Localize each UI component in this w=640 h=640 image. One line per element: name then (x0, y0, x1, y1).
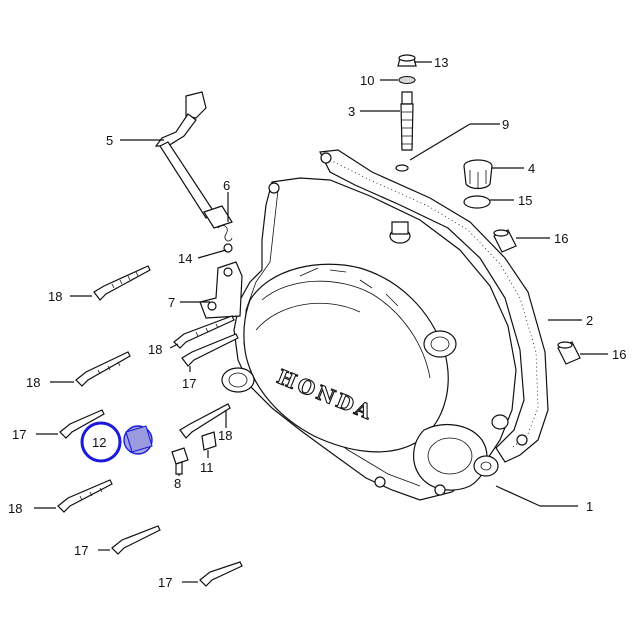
callout-7: 7 (168, 295, 175, 310)
clutch-lifter-arm (154, 91, 233, 229)
callout-18-a: 18 (48, 289, 62, 304)
callout-11: 11 (200, 460, 214, 475)
callout-18-b: 18 (148, 342, 162, 357)
dowel-pin-top (493, 229, 517, 253)
bolts (57, 265, 243, 587)
callout-3: 3 (348, 104, 355, 119)
callout-2: 2 (586, 313, 593, 328)
highlight-ring (80, 421, 122, 463)
callout-18-c: 18 (26, 375, 40, 390)
callout-17-d: 17 (158, 575, 172, 590)
callout-1: 1 (586, 499, 593, 514)
callout-4: 4 (528, 161, 535, 176)
callout-8: 8 (174, 476, 181, 491)
callout-17-b: 17 (12, 427, 26, 442)
highlighted-plug (80, 421, 153, 463)
leader-lines (34, 61, 608, 583)
callout-6: 6 (223, 178, 230, 193)
callout-16-bottom: 16 (612, 347, 626, 362)
callout-16-top: 16 (554, 231, 568, 246)
callout-17-c: 17 (74, 543, 88, 558)
cover-gasket (319, 149, 549, 463)
callout-13: 13 (434, 55, 448, 70)
clutch-cover: HONDA (221, 149, 549, 501)
callout-10: 10 (360, 73, 374, 88)
dowel-pin-bottom (557, 341, 581, 365)
oil-pump-shaft-assembly (395, 54, 417, 172)
callout-12: 12 (92, 435, 106, 450)
callout-18-d: 18 (218, 428, 232, 443)
callout-15: 15 (518, 193, 532, 208)
callout-14: 14 (178, 251, 192, 266)
callout-17-a: 17 (182, 376, 196, 391)
return-spring (217, 225, 233, 253)
callout-18-e: 18 (8, 501, 22, 516)
callout-5: 5 (106, 133, 113, 148)
callout-labels: 13 10 3 9 5 4 15 6 16 14 18 7 2 18 16 18… (8, 55, 626, 590)
filler-cap (463, 159, 493, 209)
lifter-bracket (199, 261, 243, 319)
callout-9: 9 (502, 117, 509, 132)
